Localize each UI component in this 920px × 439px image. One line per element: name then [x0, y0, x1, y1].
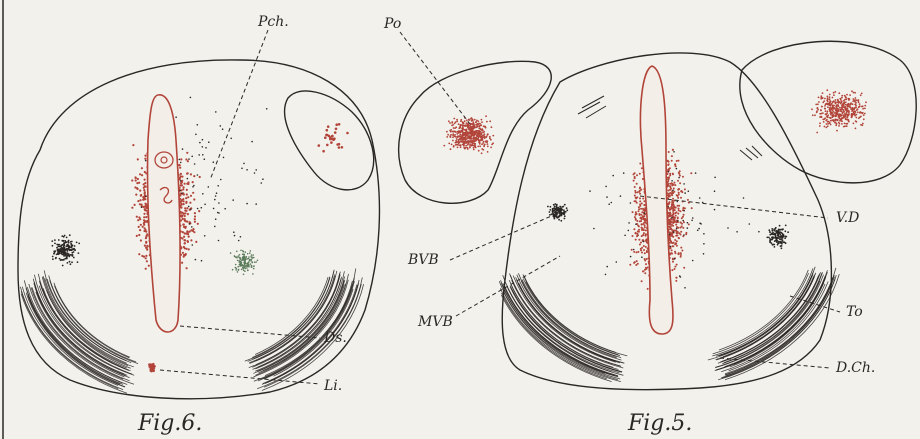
label-ds: Ds.: [323, 330, 347, 346]
fig6-li-cluster: [148, 363, 156, 373]
label-bvb: BVB: [407, 252, 439, 268]
label-li: Li.: [323, 378, 342, 394]
li-leader-line: [160, 370, 320, 384]
label-mvb: MVB: [417, 314, 453, 330]
fig6-side-section-outline: [285, 91, 374, 190]
fig5-po-red-stipple: [443, 115, 494, 154]
label-vd: V.D: [836, 210, 859, 226]
pch-leader-line: [210, 30, 268, 180]
fig5-small-fiber-marks: [578, 96, 762, 160]
fig5-right-section-stipple: [811, 89, 867, 133]
label-po: Po: [383, 16, 401, 32]
label-dch: D.Ch.: [835, 360, 875, 376]
figure-5-caption: Fig.5.: [627, 411, 692, 436]
fig5-central-canal: [640, 66, 673, 334]
figure-6-caption: Fig.6.: [137, 411, 202, 436]
po-leader-line: [400, 32, 470, 124]
bvb-leader-line: [450, 214, 556, 260]
label-to: To: [846, 304, 863, 320]
fig6-central-canal: [147, 95, 180, 332]
label-pch: Pch.: [257, 14, 289, 30]
fig6-side-section-dots: [318, 123, 349, 153]
